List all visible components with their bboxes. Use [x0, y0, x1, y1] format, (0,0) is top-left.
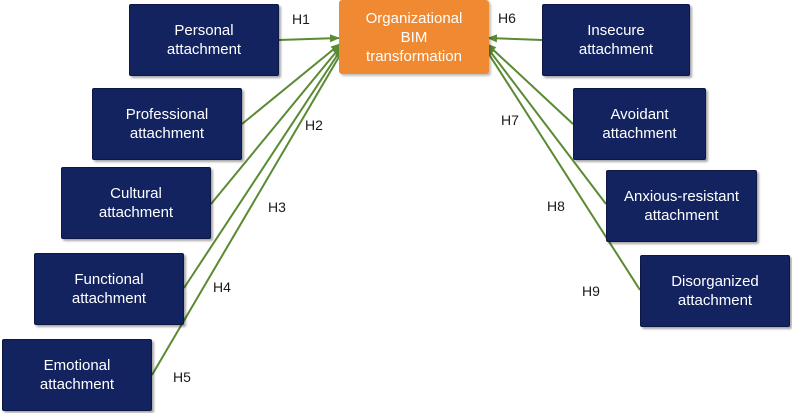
edge-h7: [486, 43, 574, 125]
node-label: Disorganized attachment: [671, 273, 759, 309]
node-label: Functional attachment: [71, 271, 147, 307]
node-label: Anxious-resistant attachment: [623, 188, 740, 224]
node-insecure-attachment: Insecure attachment: [542, 4, 690, 76]
hypothesis-label-h8: H8: [547, 198, 565, 214]
edge-h8: [485, 45, 607, 205]
node-professional-attachment: Professional attachment: [92, 88, 242, 160]
hypothesis-label-h9: H9: [582, 283, 600, 299]
edge-h4: [183, 47, 343, 289]
node-emotional-attachment: Emotional attachment: [2, 339, 152, 411]
node-label: Insecure attachment: [578, 22, 654, 58]
edge-h3: [210, 45, 342, 205]
node-disorganized-attachment: Disorganized attachment: [640, 255, 790, 327]
hypothesis-label-h3: H3: [268, 199, 286, 215]
node-avoidant-attachment: Avoidant attachment: [573, 88, 706, 160]
target-node-organizational-bim-transformation: Organizational BIM transformation: [339, 0, 489, 74]
node-label: Cultural attachment: [98, 185, 174, 221]
edge-h9: [484, 47, 641, 291]
node-cultural-attachment: Cultural attachment: [61, 167, 211, 239]
node-label: Emotional attachment: [39, 357, 115, 393]
hypothesis-label-h5: H5: [173, 369, 191, 385]
target-node-label: Organizational BIM transformation: [365, 9, 463, 65]
edge-h2: [241, 43, 341, 125]
node-personal-attachment: Personal attachment: [129, 4, 279, 76]
edge-h6: [487, 34, 543, 43]
node-anxious-resistant-attachment: Anxious-resistant attachment: [606, 170, 757, 242]
hypothesis-label-h7: H7: [501, 112, 519, 128]
hypothesis-label-h1: H1: [292, 11, 310, 27]
node-functional-attachment: Functional attachment: [34, 253, 184, 325]
hypothesis-label-h2: H2: [305, 117, 323, 133]
node-label: Avoidant attachment: [602, 106, 677, 142]
edge-h1: [278, 34, 340, 43]
node-label: Professional attachment: [125, 106, 209, 142]
hypothesis-label-h6: H6: [498, 10, 516, 26]
hypothesis-label-h4: H4: [213, 279, 231, 295]
node-label: Personal attachment: [166, 22, 242, 58]
